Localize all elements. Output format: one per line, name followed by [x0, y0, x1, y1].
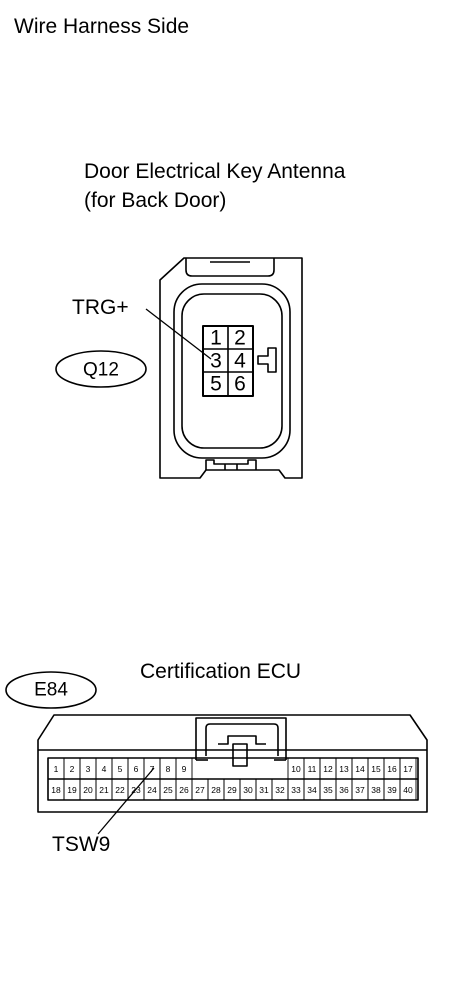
q12-pin-6: 6 [234, 373, 246, 396]
e84-pin-17: 17 [403, 764, 413, 774]
e84-pin-24: 24 [147, 785, 157, 795]
q12-pin-5: 5 [210, 373, 222, 396]
e84-pin-2: 2 [70, 764, 75, 774]
e84-pin-36: 36 [339, 785, 349, 795]
connector-q12-title: Door Electrical Key Antenna (for Back Do… [84, 157, 345, 215]
e84-pin-20: 20 [83, 785, 93, 795]
e84-pin-40: 40 [403, 785, 413, 795]
e84-pin-6: 6 [134, 764, 139, 774]
e84-pin-26: 26 [179, 785, 189, 795]
e84-pin-12: 12 [323, 764, 333, 774]
connector-q12 [159, 257, 303, 479]
svg-text:Q12: Q12 [83, 360, 119, 381]
connector-e84-title: Certification ECU [140, 660, 302, 683]
e84-terminal-numbers: 1234567891011121314151617181920212223242… [51, 764, 413, 795]
e84-pin-9: 9 [182, 764, 187, 774]
e84-pin-18: 18 [51, 785, 61, 795]
e84-pin-28: 28 [211, 785, 221, 795]
e84-pin-1: 1 [54, 764, 59, 774]
q12-bottom-latch [205, 459, 257, 470]
svg-text:E84: E84 [34, 680, 68, 701]
tsw9-callout-label: TSW9 [52, 833, 111, 856]
e84-pin-14: 14 [355, 764, 365, 774]
e84-pin-39: 39 [387, 785, 397, 795]
e84-pin-11: 11 [308, 764, 317, 774]
e84-pin-35: 35 [323, 785, 333, 795]
e84-terminal-cell-40 [399, 778, 417, 801]
q12-top-latch [185, 258, 275, 277]
trg-plus-leader-line [145, 308, 212, 360]
trg-plus-callout-label: TRG+ [72, 296, 129, 319]
e84-pin-21: 21 [99, 785, 109, 795]
e84-pin-32: 32 [275, 785, 285, 795]
e84-pin-29: 29 [227, 785, 237, 795]
e84-pin-10: 10 [291, 764, 301, 774]
e84-pin-38: 38 [371, 785, 381, 795]
e84-pin-30: 30 [243, 785, 253, 795]
e84-pin-22: 22 [115, 785, 125, 795]
q12-pin-4: 4 [234, 350, 246, 373]
e84-pin-7: 7 [150, 764, 155, 774]
tsw9-leader-line [97, 767, 155, 835]
e84-pin-37: 37 [355, 785, 365, 795]
q12-pin-3: 3 [210, 350, 222, 373]
connector-q12-title-line1: Door Electrical Key Antenna [84, 160, 346, 183]
e84-pin-15: 15 [371, 764, 381, 774]
q12-code-badge: Q12 [55, 350, 147, 388]
e84-terminal-cells [47, 757, 417, 801]
q12-inner-body [173, 283, 291, 459]
e84-pin-4: 4 [102, 764, 107, 774]
q12-pin-numbers: 1 2 3 4 5 6 [210, 327, 246, 396]
e84-top-latch [195, 717, 287, 760]
q12-housing-outline [159, 257, 303, 479]
e84-housing-outline [37, 714, 428, 813]
e84-pin-19: 19 [67, 785, 77, 795]
q12-pin-1: 1 [210, 327, 222, 350]
e84-pin-3: 3 [86, 764, 91, 774]
e84-pin-25: 25 [163, 785, 173, 795]
e84-pin-31: 31 [259, 785, 269, 795]
e84-pin-27: 27 [195, 785, 205, 795]
connector-q12-title-line2: (for Back Door) [84, 189, 227, 212]
e84-pin-13: 13 [339, 764, 349, 774]
e84-pin-16: 16 [387, 764, 397, 774]
e84-pin-34: 34 [307, 785, 317, 795]
e84-pin-5: 5 [118, 764, 123, 774]
page-title: Wire Harness Side [14, 15, 190, 38]
e84-code-badge: E84 [5, 671, 97, 709]
e84-pin-33: 33 [291, 785, 301, 795]
e84-pin-8: 8 [166, 764, 171, 774]
q12-pin-2: 2 [234, 327, 246, 350]
